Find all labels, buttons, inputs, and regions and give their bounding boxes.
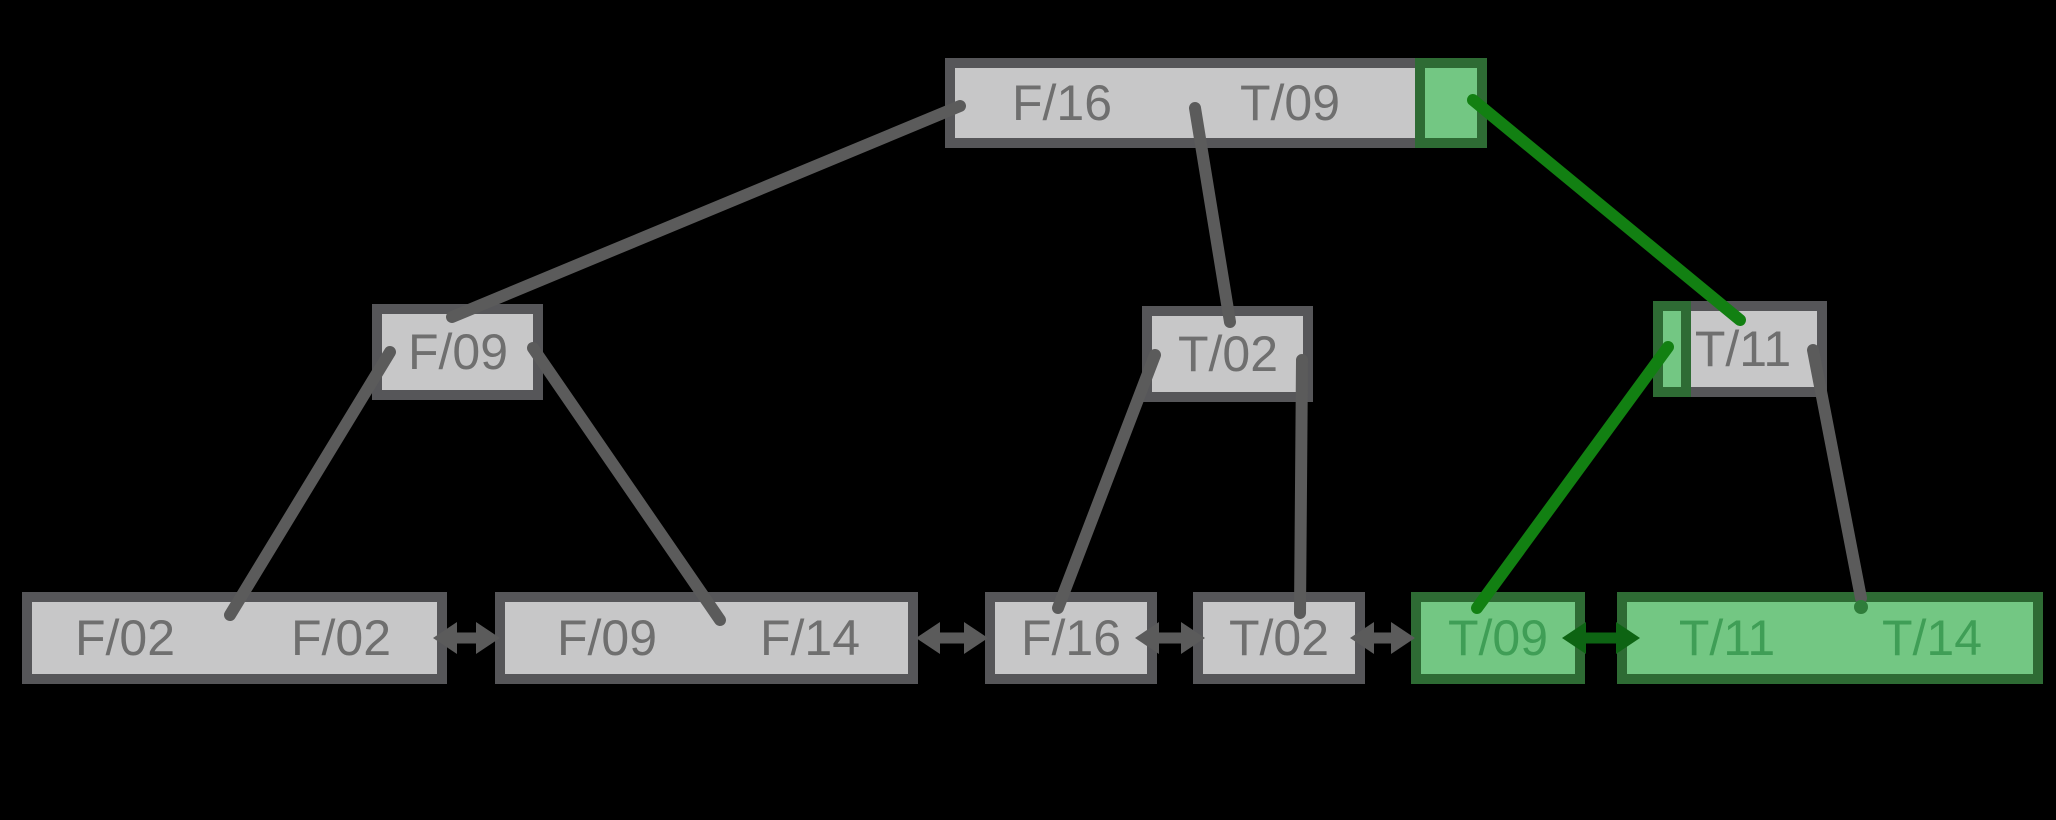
node-leaf-f09: F/09 F/14 bbox=[495, 592, 918, 684]
key-label: F/09 bbox=[407, 324, 509, 380]
node-fill bbox=[1152, 316, 1303, 392]
root-highlight-cell-fill bbox=[1425, 68, 1477, 138]
leaf-link-arrowhead-left-leaf-f09/leaf-f16 bbox=[916, 622, 940, 654]
node-internal-t02: T/02 bbox=[1142, 306, 1313, 402]
node-internal-t11: T/11 bbox=[1653, 301, 1827, 397]
key-label: F/02 bbox=[74, 610, 176, 666]
tree-edge-internal-t02-to-leaf-f16 bbox=[1052, 349, 1161, 614]
tree-edge-internal-f09-to-leaf-f02 bbox=[224, 346, 396, 621]
node-fill bbox=[382, 314, 533, 390]
key-label: F/02 bbox=[290, 610, 392, 666]
key-label: T/09 bbox=[1447, 610, 1549, 666]
key-label: T/11 bbox=[1694, 321, 1792, 377]
node-fill bbox=[995, 602, 1147, 674]
t11-highlight-cell-fill bbox=[1663, 311, 1681, 387]
tree-edge-root-to-internal-f09 bbox=[446, 100, 966, 323]
key-label: T/02 bbox=[1177, 326, 1279, 382]
tree-edge-root-to-internal-t11 bbox=[1467, 94, 1746, 326]
key-label: F/09 bbox=[556, 610, 658, 666]
key-label: T/11 bbox=[1678, 610, 1776, 666]
t11-highlight-cell bbox=[1653, 301, 1691, 397]
node-leaf-t09: T/09 bbox=[1411, 592, 1585, 684]
node-leaf-f16: F/16 bbox=[985, 592, 1157, 684]
node-internal-f09: F/09 bbox=[372, 304, 543, 400]
node-fill bbox=[1627, 602, 2033, 674]
root-highlight-cell bbox=[1415, 58, 1487, 148]
node-leaf-f02: F/02 F/02 bbox=[22, 592, 447, 684]
key-label: F/16 bbox=[1020, 610, 1122, 666]
key-label: T/02 bbox=[1228, 610, 1330, 666]
node-fill bbox=[1203, 602, 1355, 674]
tree-edge-internal-t11-to-leaf-t09 bbox=[1471, 341, 1674, 614]
tree-edge-internal-f09-to-leaf-f09 bbox=[527, 342, 726, 626]
key-label: T/09 bbox=[1239, 75, 1341, 131]
key-label: F/14 bbox=[759, 610, 861, 666]
node-root: F/16 T/09 bbox=[945, 58, 1487, 148]
key-label: T/14 bbox=[1881, 610, 1983, 666]
node-leaf-t11: T/11 T/14 bbox=[1617, 592, 2043, 684]
key-label: F/16 bbox=[1011, 75, 1113, 131]
node-fill bbox=[1421, 602, 1575, 674]
node-leaf-t02: T/02 bbox=[1193, 592, 1365, 684]
